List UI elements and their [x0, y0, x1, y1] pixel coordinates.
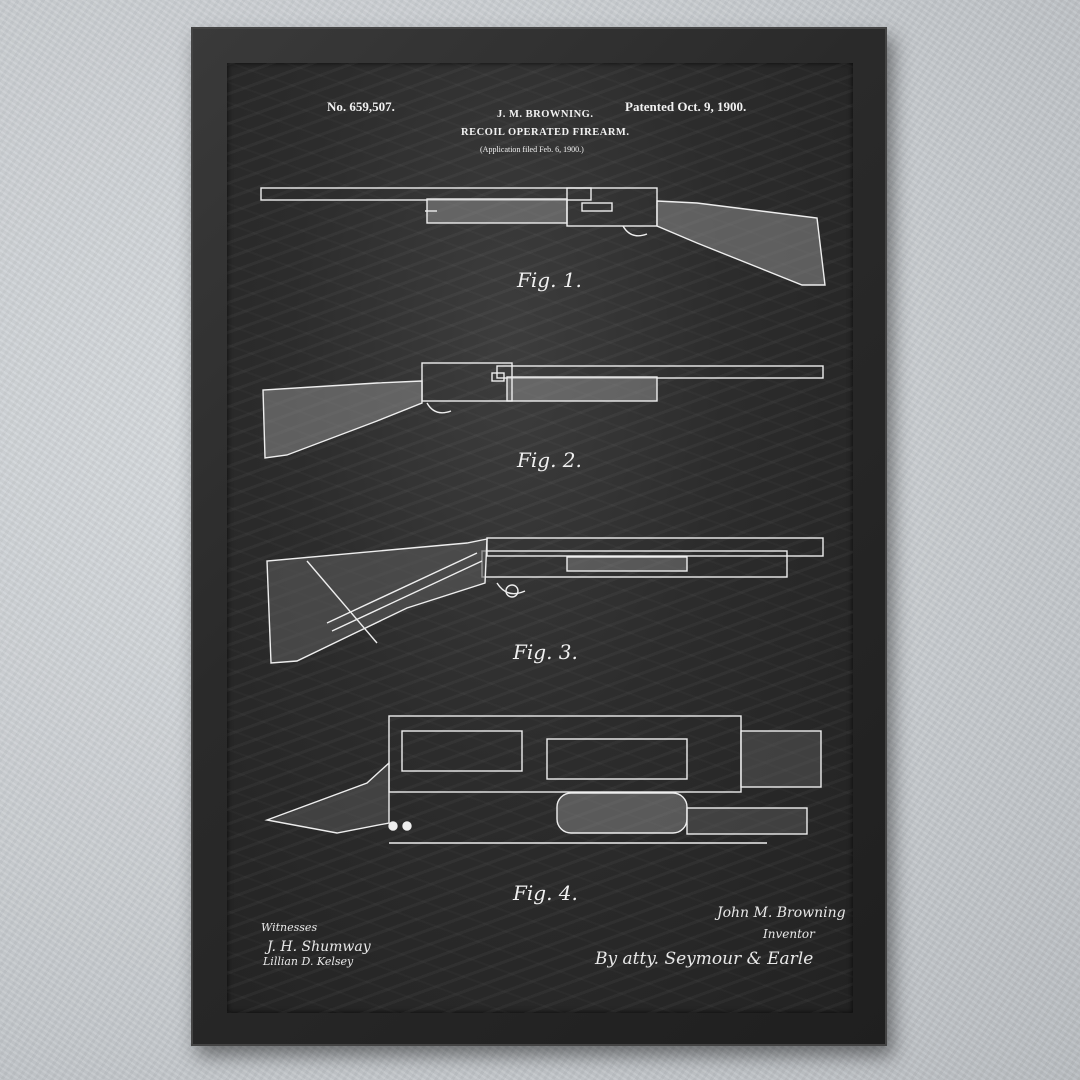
patent-number: No. 659,507.	[327, 99, 395, 114]
patent-drawings	[260, 187, 826, 844]
fig4-label: Fig. 4.	[513, 881, 578, 905]
patent-application: (Application filed Feb. 6, 1900.)	[480, 145, 584, 154]
patent-date: Patented Oct. 9, 1900.	[625, 99, 747, 114]
fig4-receiver-detail	[264, 715, 822, 844]
patent-inventor: J. M. BROWNING.	[497, 109, 594, 120]
witnesses-heading: Witnesses	[261, 921, 318, 934]
attorney-signature: By atty. Seymour & Earle	[595, 949, 814, 969]
inventor-signature: John M. Browning	[717, 905, 846, 921]
fig2-shotgun	[262, 362, 824, 459]
patent-title: RECOIL OPERATED FIREARM.	[461, 127, 630, 138]
fig2-label: Fig. 2.	[517, 448, 582, 472]
witness-signature-1: J. H. Shumway	[267, 939, 371, 955]
inventor-role: Inventor	[763, 927, 815, 941]
chalkboard-print: No. 659,507. Patented Oct. 9, 1900. J. M…	[227, 63, 853, 1013]
fig3-label: Fig. 3.	[513, 640, 578, 664]
fig3-sectional-view	[266, 537, 824, 664]
fig1-label: Fig. 1.	[517, 268, 582, 292]
fig1-shotgun	[260, 187, 826, 286]
witness-signature-2: Lillian D. Kelsey	[263, 955, 354, 968]
